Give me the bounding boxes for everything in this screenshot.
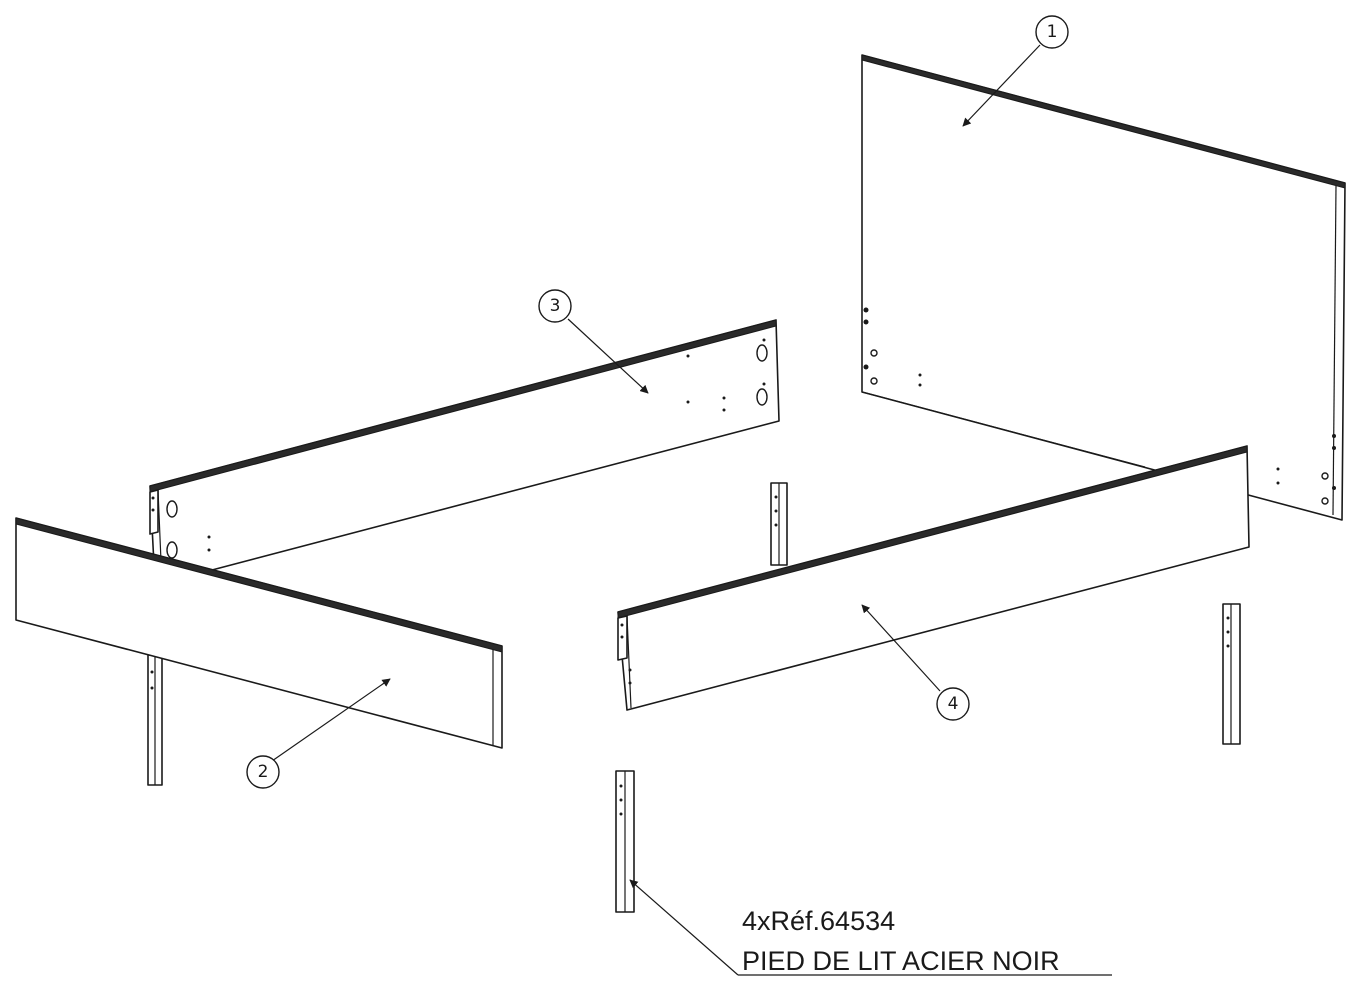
rear-rail-holes bbox=[151, 338, 768, 559]
note-reference: 4xRéf.64534 bbox=[742, 906, 895, 936]
leader-3 bbox=[567, 318, 649, 394]
leg-front-right bbox=[1222, 603, 1241, 745]
leader-1 bbox=[962, 44, 1041, 127]
side-rail-front bbox=[617, 445, 1250, 711]
floor-line bbox=[861, 391, 1146, 468]
note-description: PIED DE LIT ACIER NOIR bbox=[742, 946, 1060, 976]
leader-leg-note bbox=[629, 879, 739, 976]
leg-back-mid bbox=[770, 482, 788, 566]
leader-2 bbox=[271, 678, 391, 762]
callout-4: 4 bbox=[936, 687, 970, 721]
leg-back-left bbox=[147, 654, 163, 786]
leader-4 bbox=[861, 604, 941, 692]
callout-2: 2 bbox=[246, 755, 280, 789]
callout-3-label: 3 bbox=[550, 296, 561, 316]
callout-2-label: 2 bbox=[258, 762, 269, 782]
callout-1: 1 bbox=[1035, 15, 1069, 49]
callout-4-label: 4 bbox=[948, 694, 959, 714]
side-rail-rear bbox=[149, 319, 780, 586]
headboard-panel bbox=[861, 54, 1346, 521]
headboard-holes bbox=[863, 307, 1336, 505]
callout-3: 3 bbox=[538, 289, 572, 323]
leg-front-left bbox=[615, 770, 635, 913]
footboard-panel bbox=[15, 517, 503, 749]
callout-1-label: 1 bbox=[1047, 22, 1058, 42]
